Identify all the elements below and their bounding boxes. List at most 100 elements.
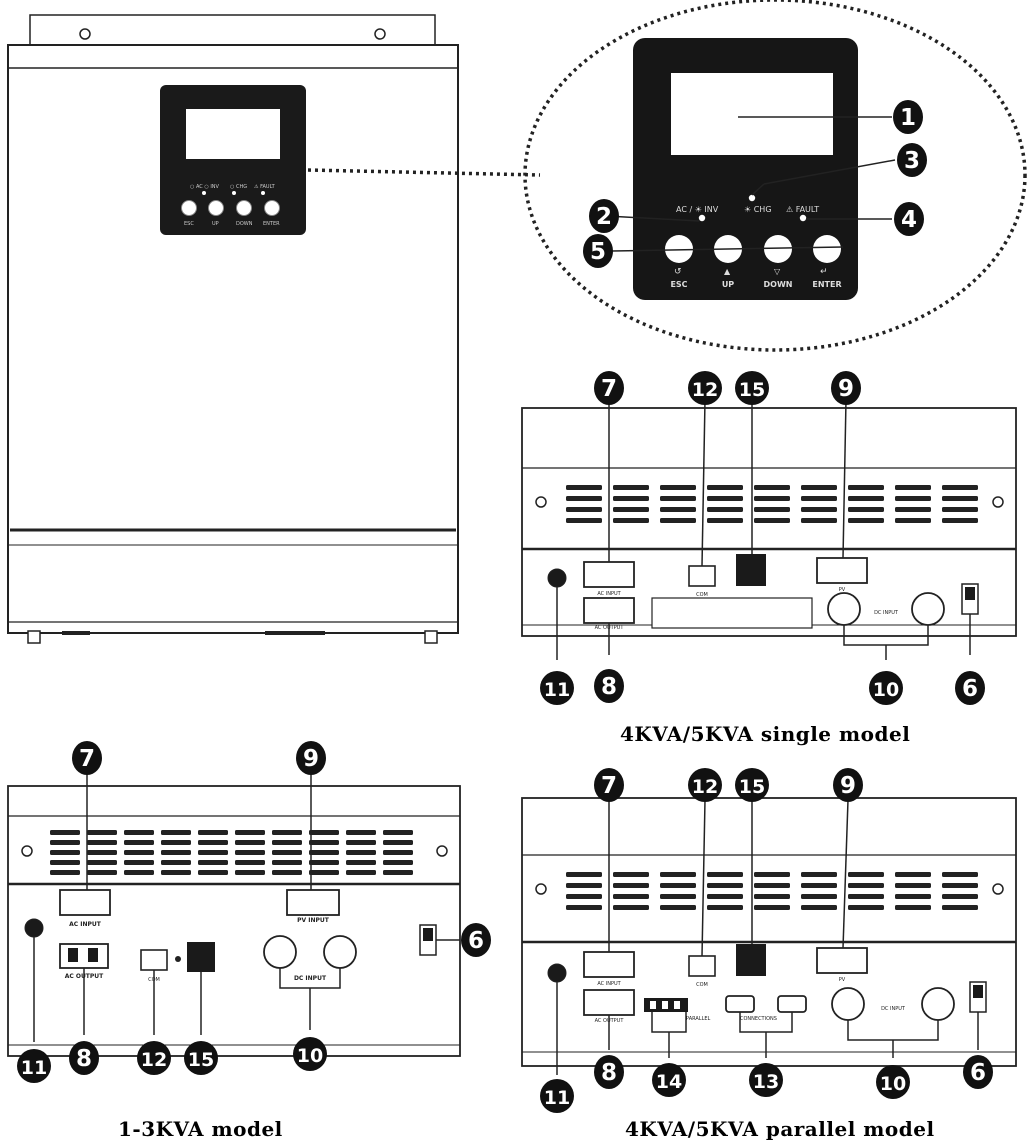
callout-parallel-7-circle — [594, 768, 624, 802]
callout-parallel-11: 11 — [544, 1087, 570, 1109]
vent-slot — [161, 830, 191, 835]
callout-single-12: 12 — [692, 379, 718, 401]
vent-slot — [942, 496, 978, 501]
single-model-vents — [566, 485, 978, 523]
vent-slot — [309, 830, 339, 835]
vent-slot — [754, 883, 790, 888]
callout-parallel-7: 7 — [601, 773, 617, 799]
vent-slot — [383, 840, 413, 845]
vent-slot — [566, 905, 602, 910]
vent-slot — [272, 860, 302, 865]
vent-slot — [235, 840, 265, 845]
callout-parallel-8: 8 — [601, 1060, 617, 1086]
single-pv-label: PV — [839, 587, 846, 593]
front-down-button[interactable] — [236, 200, 252, 216]
small-breaker-knob[interactable] — [24, 918, 44, 938]
vent-slot — [660, 872, 696, 877]
callout-parallel-10-circle — [876, 1065, 910, 1099]
callout-small-15-circle — [184, 1041, 218, 1075]
svg-text:ESC: ESC — [184, 221, 194, 227]
vent-slot — [848, 507, 884, 512]
parallel-model-caption: 4KVA/5KVA parallel model — [625, 1117, 935, 1141]
callout-parallel-9: 9 — [840, 773, 856, 799]
vent-slot — [754, 496, 790, 501]
vent-slot — [235, 870, 265, 875]
callout-parallel-13-circle — [749, 1063, 783, 1097]
vent-slot — [613, 485, 649, 490]
led-label-ac-inv: AC / ☀ INV — [676, 205, 719, 214]
vent-slot — [383, 830, 413, 835]
callout-single-15: 15 — [739, 379, 765, 401]
vent-slot — [895, 518, 931, 523]
small-ac-input-label: AC INPUT — [69, 921, 102, 928]
vent-slot — [613, 905, 649, 910]
vent-slot — [942, 872, 978, 877]
front-esc-button[interactable] — [181, 200, 197, 216]
svg-text:ENTER: ENTER — [263, 221, 280, 227]
vent-slot — [124, 840, 154, 845]
vent-slot — [895, 905, 931, 910]
parallel-breaker-knob[interactable] — [547, 963, 567, 983]
callout-zoom-3-circle — [897, 143, 927, 177]
callout-small-15: 15 — [188, 1049, 214, 1071]
vent-slot — [942, 485, 978, 490]
vent-slot — [707, 872, 743, 877]
vent-slot — [50, 870, 80, 875]
single-com-label: COM — [696, 592, 708, 598]
callout-small-10-circle — [293, 1037, 327, 1071]
vent-slot — [272, 830, 302, 835]
callout-single-10: 10 — [873, 679, 899, 701]
single-dc-input-label: DC INPUT — [874, 610, 899, 616]
vent-slot — [272, 870, 302, 875]
vent-slot — [309, 840, 339, 845]
front-up-button[interactable] — [208, 200, 224, 216]
callout-single-6: 6 — [962, 676, 978, 702]
led-chg — [748, 194, 756, 202]
vent-slot — [754, 894, 790, 899]
vent-slot — [754, 485, 790, 490]
single-ac-input-label: AC INPUT — [597, 591, 621, 597]
vent-slot — [346, 870, 376, 875]
parallel-com-label: COM — [696, 982, 708, 988]
parallel-ac-input-port — [583, 951, 635, 978]
vent-slot — [309, 850, 339, 855]
vent-slot — [566, 507, 602, 512]
small-dry-contact-block — [187, 942, 215, 972]
esc-button[interactable] — [665, 235, 693, 263]
vent-slot — [801, 905, 837, 910]
single-breaker-knob[interactable] — [547, 568, 567, 588]
callout-zoom-1: 1 — [900, 105, 916, 131]
callout-zoom-3: 3 — [904, 148, 920, 174]
callout-zoom-5-circle — [583, 234, 613, 268]
vent-slot — [942, 507, 978, 512]
vent-slot — [50, 840, 80, 845]
parallel-comm-port-left — [725, 995, 755, 1013]
callout-zoom-1-circle — [893, 100, 923, 134]
vent-slot — [235, 860, 265, 865]
vent-slot — [566, 872, 602, 877]
vent-slot — [942, 894, 978, 899]
enter-button[interactable] — [813, 235, 841, 263]
callout-single-8-circle — [594, 669, 624, 703]
esc-button-label: ESC — [670, 280, 687, 289]
callout-small-9-circle — [296, 741, 326, 775]
vent-slot — [346, 830, 376, 835]
callout-small-9: 9 — [303, 746, 319, 772]
small-model-caption: 1-3KVA model — [118, 1117, 283, 1141]
svg-text:DOWN: DOWN — [236, 221, 253, 227]
vent-slot — [613, 507, 649, 512]
parallel-dc-input-label: DC INPUT — [881, 1006, 906, 1012]
callout-parallel-8-circle — [594, 1055, 624, 1089]
parallel-connections-label: CONNECTIONS — [740, 1016, 777, 1022]
vent-slot — [198, 850, 228, 855]
vent-slot — [161, 870, 191, 875]
vent-slot — [198, 840, 228, 845]
down-button[interactable] — [764, 235, 792, 263]
vent-slot — [87, 830, 117, 835]
callout-zoom-2: 2 — [596, 204, 612, 230]
front-enter-button[interactable] — [264, 200, 280, 216]
vent-slot — [161, 860, 191, 865]
